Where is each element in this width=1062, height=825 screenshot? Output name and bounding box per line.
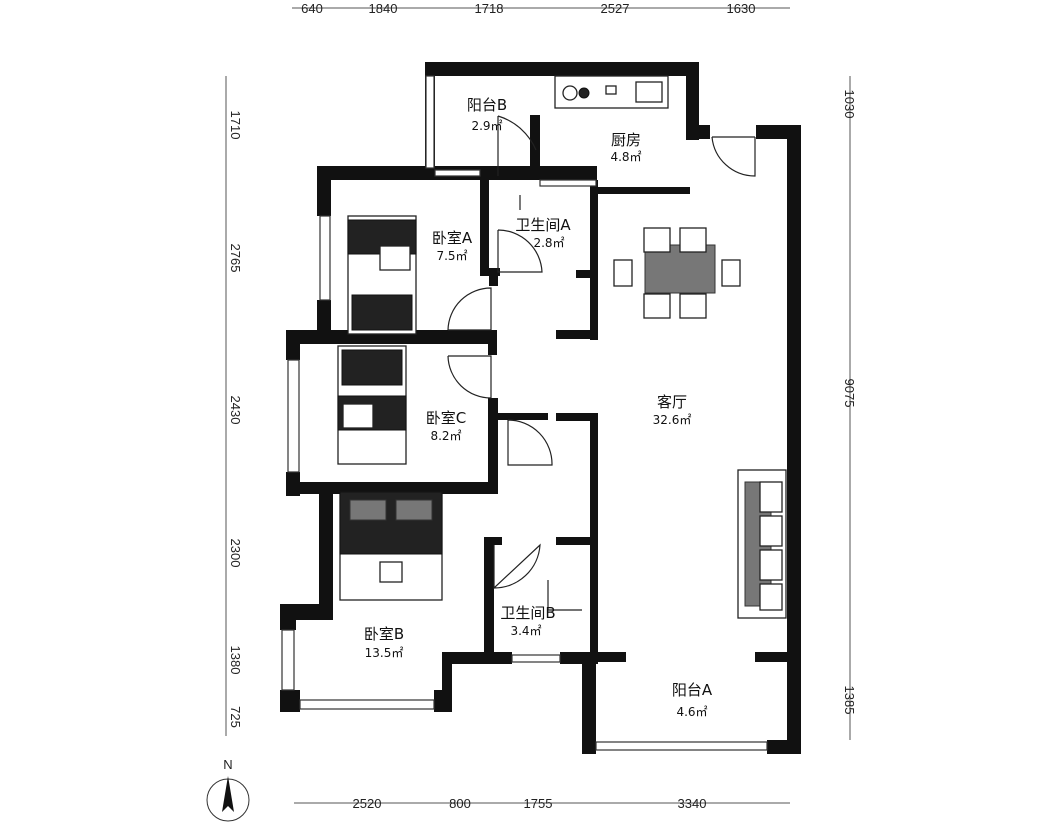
room-bathroom-b: 卫生间B 3.4㎡ — [500, 604, 555, 638]
dim-right-3: 1385 — [842, 686, 857, 715]
room-area: 4.8㎡ — [610, 150, 641, 164]
dim-right-1: 1030 — [842, 90, 857, 119]
dim-top-3: 1718 — [475, 1, 504, 16]
dim-bottom-1: 2520 — [353, 796, 382, 811]
room-name: 客厅 — [657, 393, 687, 411]
room-name: 厨房 — [611, 131, 641, 149]
dining-table — [613, 227, 741, 319]
room-kitchen: 厨房 4.8㎡ — [610, 131, 641, 164]
room-balcony-b: 阳台B 2.9㎡ — [467, 96, 507, 133]
room-name: 卫生间A — [515, 216, 571, 234]
dim-left-4: 2300 — [228, 539, 243, 568]
windows — [281, 75, 768, 751]
doors — [447, 115, 756, 611]
room-name: 卧室A — [432, 229, 473, 247]
room-bedroom-c: 卧室C 8.2㎡ — [426, 409, 466, 443]
right-dimension-bar: 1030 9075 1385 — [842, 76, 857, 740]
dim-bottom-4: 3340 — [678, 796, 707, 811]
left-dimension-bar: 1710 2765 2430 2300 1380 725 — [225, 76, 243, 736]
compass: N — [206, 757, 250, 822]
room-area: 32.6㎡ — [653, 413, 692, 427]
compass-label: N — [223, 757, 232, 772]
dim-left-3: 2430 — [228, 396, 243, 425]
room-area: 3.4㎡ — [510, 624, 541, 638]
dim-top-1: 640 — [301, 1, 323, 16]
room-living-room: 客厅 32.6㎡ — [653, 393, 692, 427]
bed-bedroom-b — [339, 491, 443, 601]
dim-left-5: 1380 — [228, 646, 243, 675]
bed-bedroom-c — [337, 345, 407, 465]
room-area: 2.9㎡ — [471, 119, 502, 133]
top-dimension-bar: 640 1840 1718 2527 1630 — [292, 1, 790, 16]
dim-bottom-2: 800 — [449, 796, 471, 811]
dim-left-6: 725 — [228, 706, 243, 728]
room-area: 8.2㎡ — [430, 429, 461, 443]
north-arrow-icon — [222, 776, 234, 812]
sofa — [737, 469, 787, 619]
bottom-dimension-bar: 2520 800 1755 3340 — [294, 796, 790, 811]
room-name: 阳台B — [467, 96, 507, 114]
room-area: 13.5㎡ — [365, 646, 404, 660]
room-area: 2.8㎡ — [533, 236, 564, 250]
dim-right-2: 9075 — [842, 379, 857, 408]
room-bedroom-b: 卧室B 13.5㎡ — [364, 625, 404, 660]
room-bathroom-a: 卫生间A 2.8㎡ — [515, 216, 571, 250]
room-balcony-a: 阳台A 4.6㎡ — [672, 681, 713, 719]
room-name: 阳台A — [672, 681, 713, 699]
room-area: 4.6㎡ — [676, 705, 707, 719]
room-bedroom-a: 卧室A 7.5㎡ — [432, 229, 473, 263]
dim-top-4: 2527 — [601, 1, 630, 16]
dim-top-5: 1630 — [727, 1, 756, 16]
dim-left-1: 1710 — [228, 111, 243, 140]
dim-top-2: 1840 — [369, 1, 398, 16]
room-name: 卫生间B — [500, 604, 555, 622]
bed-bedroom-a — [347, 215, 417, 335]
kitchen-counter — [554, 75, 669, 109]
dim-left-2: 2765 — [228, 244, 243, 273]
room-area: 7.5㎡ — [436, 249, 467, 263]
dim-bottom-3: 1755 — [524, 796, 553, 811]
room-name: 卧室C — [426, 409, 466, 427]
room-name: 卧室B — [364, 625, 404, 643]
